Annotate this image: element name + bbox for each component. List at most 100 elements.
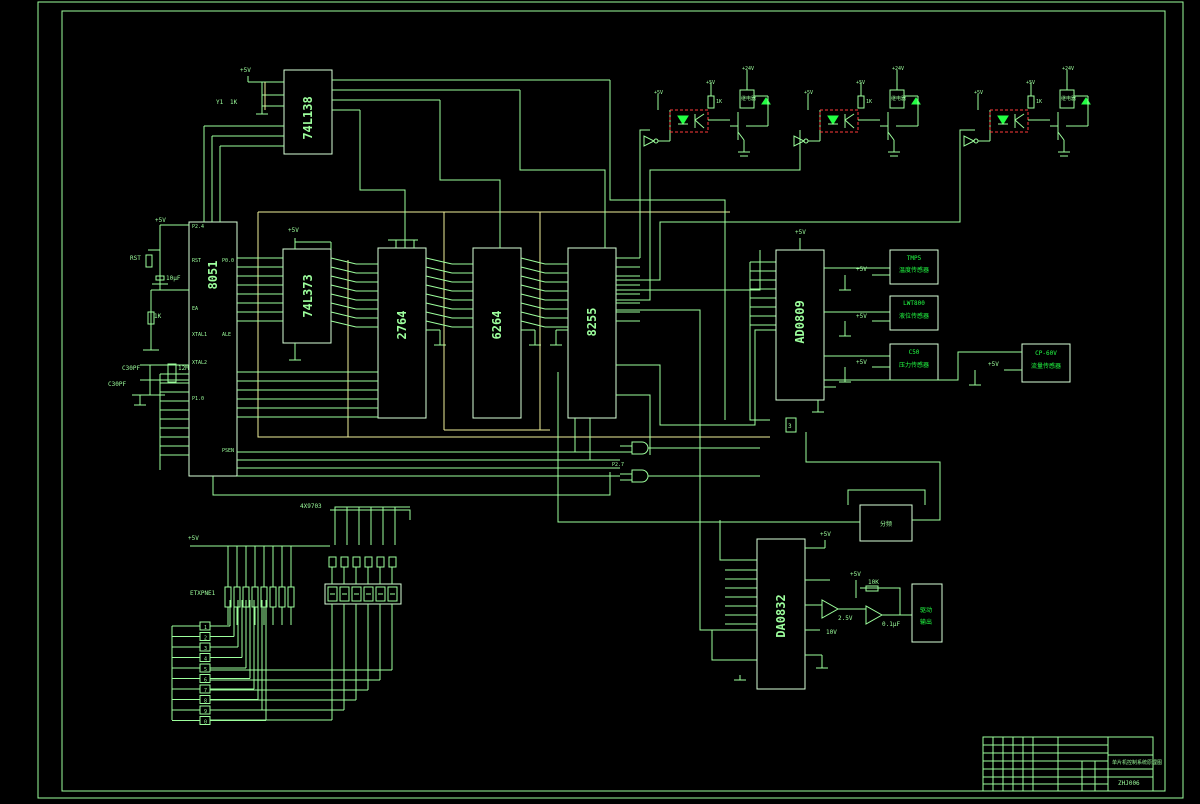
eprom-data-line: [425, 293, 453, 301]
opto-vcc-label: +5V: [654, 90, 663, 96]
ppi-adc-line: [616, 329, 776, 426]
opto-transistor: [1014, 119, 1025, 129]
ppi-8255-label: 8255: [585, 308, 599, 337]
seg-drive-line: [370, 506, 386, 545]
drv-label: 驱动: [920, 607, 932, 614]
digit-6: [387, 586, 398, 602]
sram-6264-label: 6264: [490, 311, 504, 340]
cs-line: [519, 90, 606, 248]
svg-text:XTAL2: XTAL2: [192, 360, 207, 366]
sensor-1: TMP5 温度传感器 +5V: [839, 249, 939, 291]
latch-out-line: [330, 311, 357, 319]
optocoupler: [819, 109, 859, 133]
key-0-label: 0: [204, 720, 207, 726]
adc-bus: [749, 262, 770, 421]
pullup-resistor: [269, 586, 277, 608]
sensor-4-code: CP-60V: [1035, 350, 1057, 357]
buffer-gate: [963, 135, 976, 147]
resistor-label: 1K: [866, 99, 872, 105]
resistor-label: 1K: [1036, 99, 1042, 105]
cs-line: [359, 110, 406, 240]
buffer-gate: [643, 135, 656, 147]
svg-text:1K: 1K: [154, 313, 162, 320]
out-label: 输出: [920, 618, 932, 626]
svg-text:XTAL1: XTAL1: [192, 332, 207, 338]
r10k-label: 10K: [868, 579, 879, 586]
disp-line: [330, 509, 411, 520]
ppi-pc-line: [616, 129, 975, 281]
outer-frame: [37, 1, 1184, 799]
drive-vcc-label: +5V: [1026, 80, 1035, 86]
latch-out-line: [330, 266, 357, 274]
decoder-74l138-label: 74L138: [301, 96, 315, 139]
sensor-2-name: 液位传感器: [899, 312, 929, 320]
freq-divider: 分频: [557, 372, 941, 542]
digit-driver-1: [328, 556, 337, 568]
title-name: 单片机控制系统原理图: [1112, 759, 1162, 766]
latch-out-line: [330, 284, 357, 292]
sram-out-line: [520, 311, 546, 319]
freq-divider-label: 分频: [880, 520, 892, 528]
sram-out-line: [520, 284, 546, 292]
bus-lines: [159, 80, 975, 661]
sram-out-line: [520, 257, 546, 265]
dac-da0832: DA0832 +5V 10V 2.5V +5V 10K 0.1μF 驱动 输出: [719, 520, 943, 690]
opamp-ref-label: 2.5V: [838, 615, 853, 622]
latch-out-line: [330, 302, 357, 310]
relay-label: 继电器: [741, 95, 756, 102]
keypad-vcc-label: +5V: [188, 535, 199, 542]
sensor-4: CP-60V 流量传感器 +5V: [824, 343, 1071, 386]
seg-drive-line: [382, 506, 398, 545]
cap1-label: C30PF: [122, 365, 140, 372]
key-5-label: 5: [204, 667, 207, 673]
dac-vcc-label: +5V: [820, 531, 831, 538]
svg-text:P1.0: P1.0: [192, 396, 204, 402]
latch-out-line: [330, 293, 357, 301]
relay-vcc-label: +24V: [742, 66, 754, 72]
digit-2: [339, 586, 350, 602]
logic-gates: P2.7: [612, 441, 760, 483]
mcu-vcc-label: +5V: [155, 217, 166, 224]
eprom-data-line: [425, 302, 453, 310]
sensor-2-vcc: +5V: [856, 313, 867, 320]
drive-vcc-label: +5V: [856, 80, 865, 86]
sensor-3-code: C50: [909, 349, 920, 356]
sensor-3-vcc: +5V: [856, 359, 867, 366]
drive-vcc-label: +5V: [706, 80, 715, 86]
key-3-label: 3: [204, 646, 207, 652]
digit-driver-5: [376, 556, 385, 568]
mcu-8051-label: 8051: [206, 261, 220, 290]
ppi-8255: 8255: [550, 247, 617, 419]
sensor-1-vcc: +5V: [856, 266, 867, 273]
sensor-2: LWT800 液位传感器 +5V: [839, 295, 939, 337]
cap2-label: C30PF: [108, 381, 126, 388]
sram-out-line: [520, 302, 546, 310]
latch-74l373: 74L373 +5V: [282, 227, 332, 361]
digit-3: [351, 586, 362, 602]
pullup-resistor: [278, 586, 286, 608]
diode-icon: [1081, 97, 1091, 105]
cs-line: [439, 100, 501, 248]
seg-drive-line: [394, 506, 410, 545]
cs-line: [609, 80, 726, 420]
eprom-data-line: [425, 275, 453, 283]
digit-driver-3: [352, 556, 361, 568]
decoder-vcc-label: +5V: [240, 67, 251, 74]
svg-text:P2.7: P2.7: [612, 462, 624, 468]
svg-text:RST: RST: [192, 258, 201, 264]
eprom-data-line: [425, 284, 453, 292]
key-2-label: 2: [204, 636, 207, 642]
display-frame: [324, 583, 402, 605]
svg-text:P0.0: P0.0: [222, 258, 234, 264]
latch-out-line: [330, 320, 357, 328]
decoder-74l138: 74L138 +5V Y1 1K: [204, 67, 610, 155]
eprom-data-line: [425, 266, 453, 274]
sensor-3: C50 压力传感器 +5V: [839, 343, 939, 383]
eprom-data-line: [425, 311, 453, 319]
svg-text:Y1: Y1: [216, 99, 224, 106]
eprom-data-line: [425, 257, 453, 265]
